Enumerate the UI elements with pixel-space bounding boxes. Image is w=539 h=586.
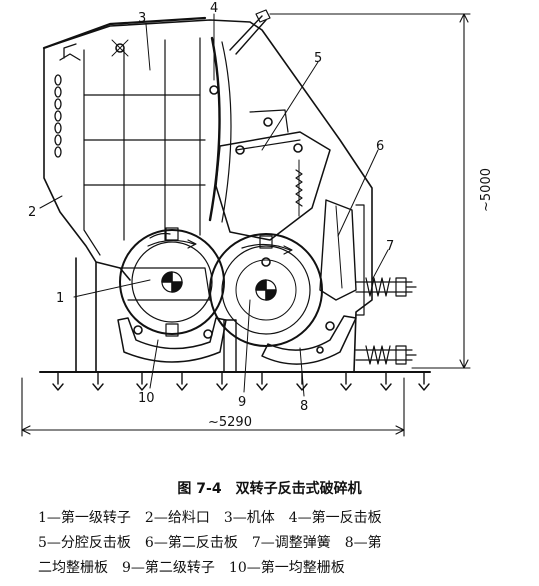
dividing-impact-plate — [215, 131, 331, 241]
second-grate-bar — [261, 315, 357, 365]
part-label-7: 7 — [386, 239, 394, 254]
legend-line-2: 5—分腔反击板 6—第二反击板 7—调整弹簧 8—第 — [38, 535, 382, 551]
first-grate-bar — [117, 317, 227, 363]
part-label-6: 6 — [376, 139, 384, 154]
dimension-lines — [21, 13, 471, 437]
figure-legend: 1—第一级转子 2—给料口 3—机体 4—第一反击板 5—分腔反击板 6—第二反… — [38, 506, 508, 581]
housing-outline — [43, 19, 373, 373]
dimension-height: ~5000 — [479, 168, 494, 212]
part-label-4: 4 — [210, 1, 218, 16]
part-label-2: 2 — [28, 205, 36, 220]
part-label-5: 5 — [314, 51, 322, 66]
part-label-8: 8 — [300, 399, 308, 414]
part-label-10: 10 — [138, 391, 155, 406]
figure-title: 双转子反击式破碎机 — [235, 481, 362, 497]
first-rotor — [119, 227, 225, 337]
legend-line-1: 1—第一级转子 2—给料口 3—机体 4—第一反击板 — [38, 510, 382, 526]
part-label-3: 3 — [138, 11, 146, 26]
adjusting-springs — [355, 277, 417, 365]
figure-number: 图 7-4 — [177, 481, 222, 497]
legend-line-3: 二均整栅板 9—第二级转子 10—第一均整栅板 — [38, 560, 345, 576]
second-impact-plate — [319, 199, 357, 301]
crusher-drawing: 1 2 3 4 5 6 7 8 9 10 ~5000 ~5290 — [21, 1, 494, 437]
anchor-bolts — [52, 371, 430, 391]
leader-lines — [39, 13, 389, 397]
first-impact-plate — [208, 36, 221, 222]
part-label-1: 1 — [56, 291, 64, 306]
feed-chute-grid — [83, 37, 206, 241]
chain-curtain — [54, 43, 81, 158]
dimension-width: ~5290 — [208, 415, 252, 430]
second-rotor — [209, 233, 323, 347]
figure-caption: 图 7-4 双转子反击式破碎机 — [0, 478, 539, 498]
part-label-9: 9 — [238, 395, 246, 410]
